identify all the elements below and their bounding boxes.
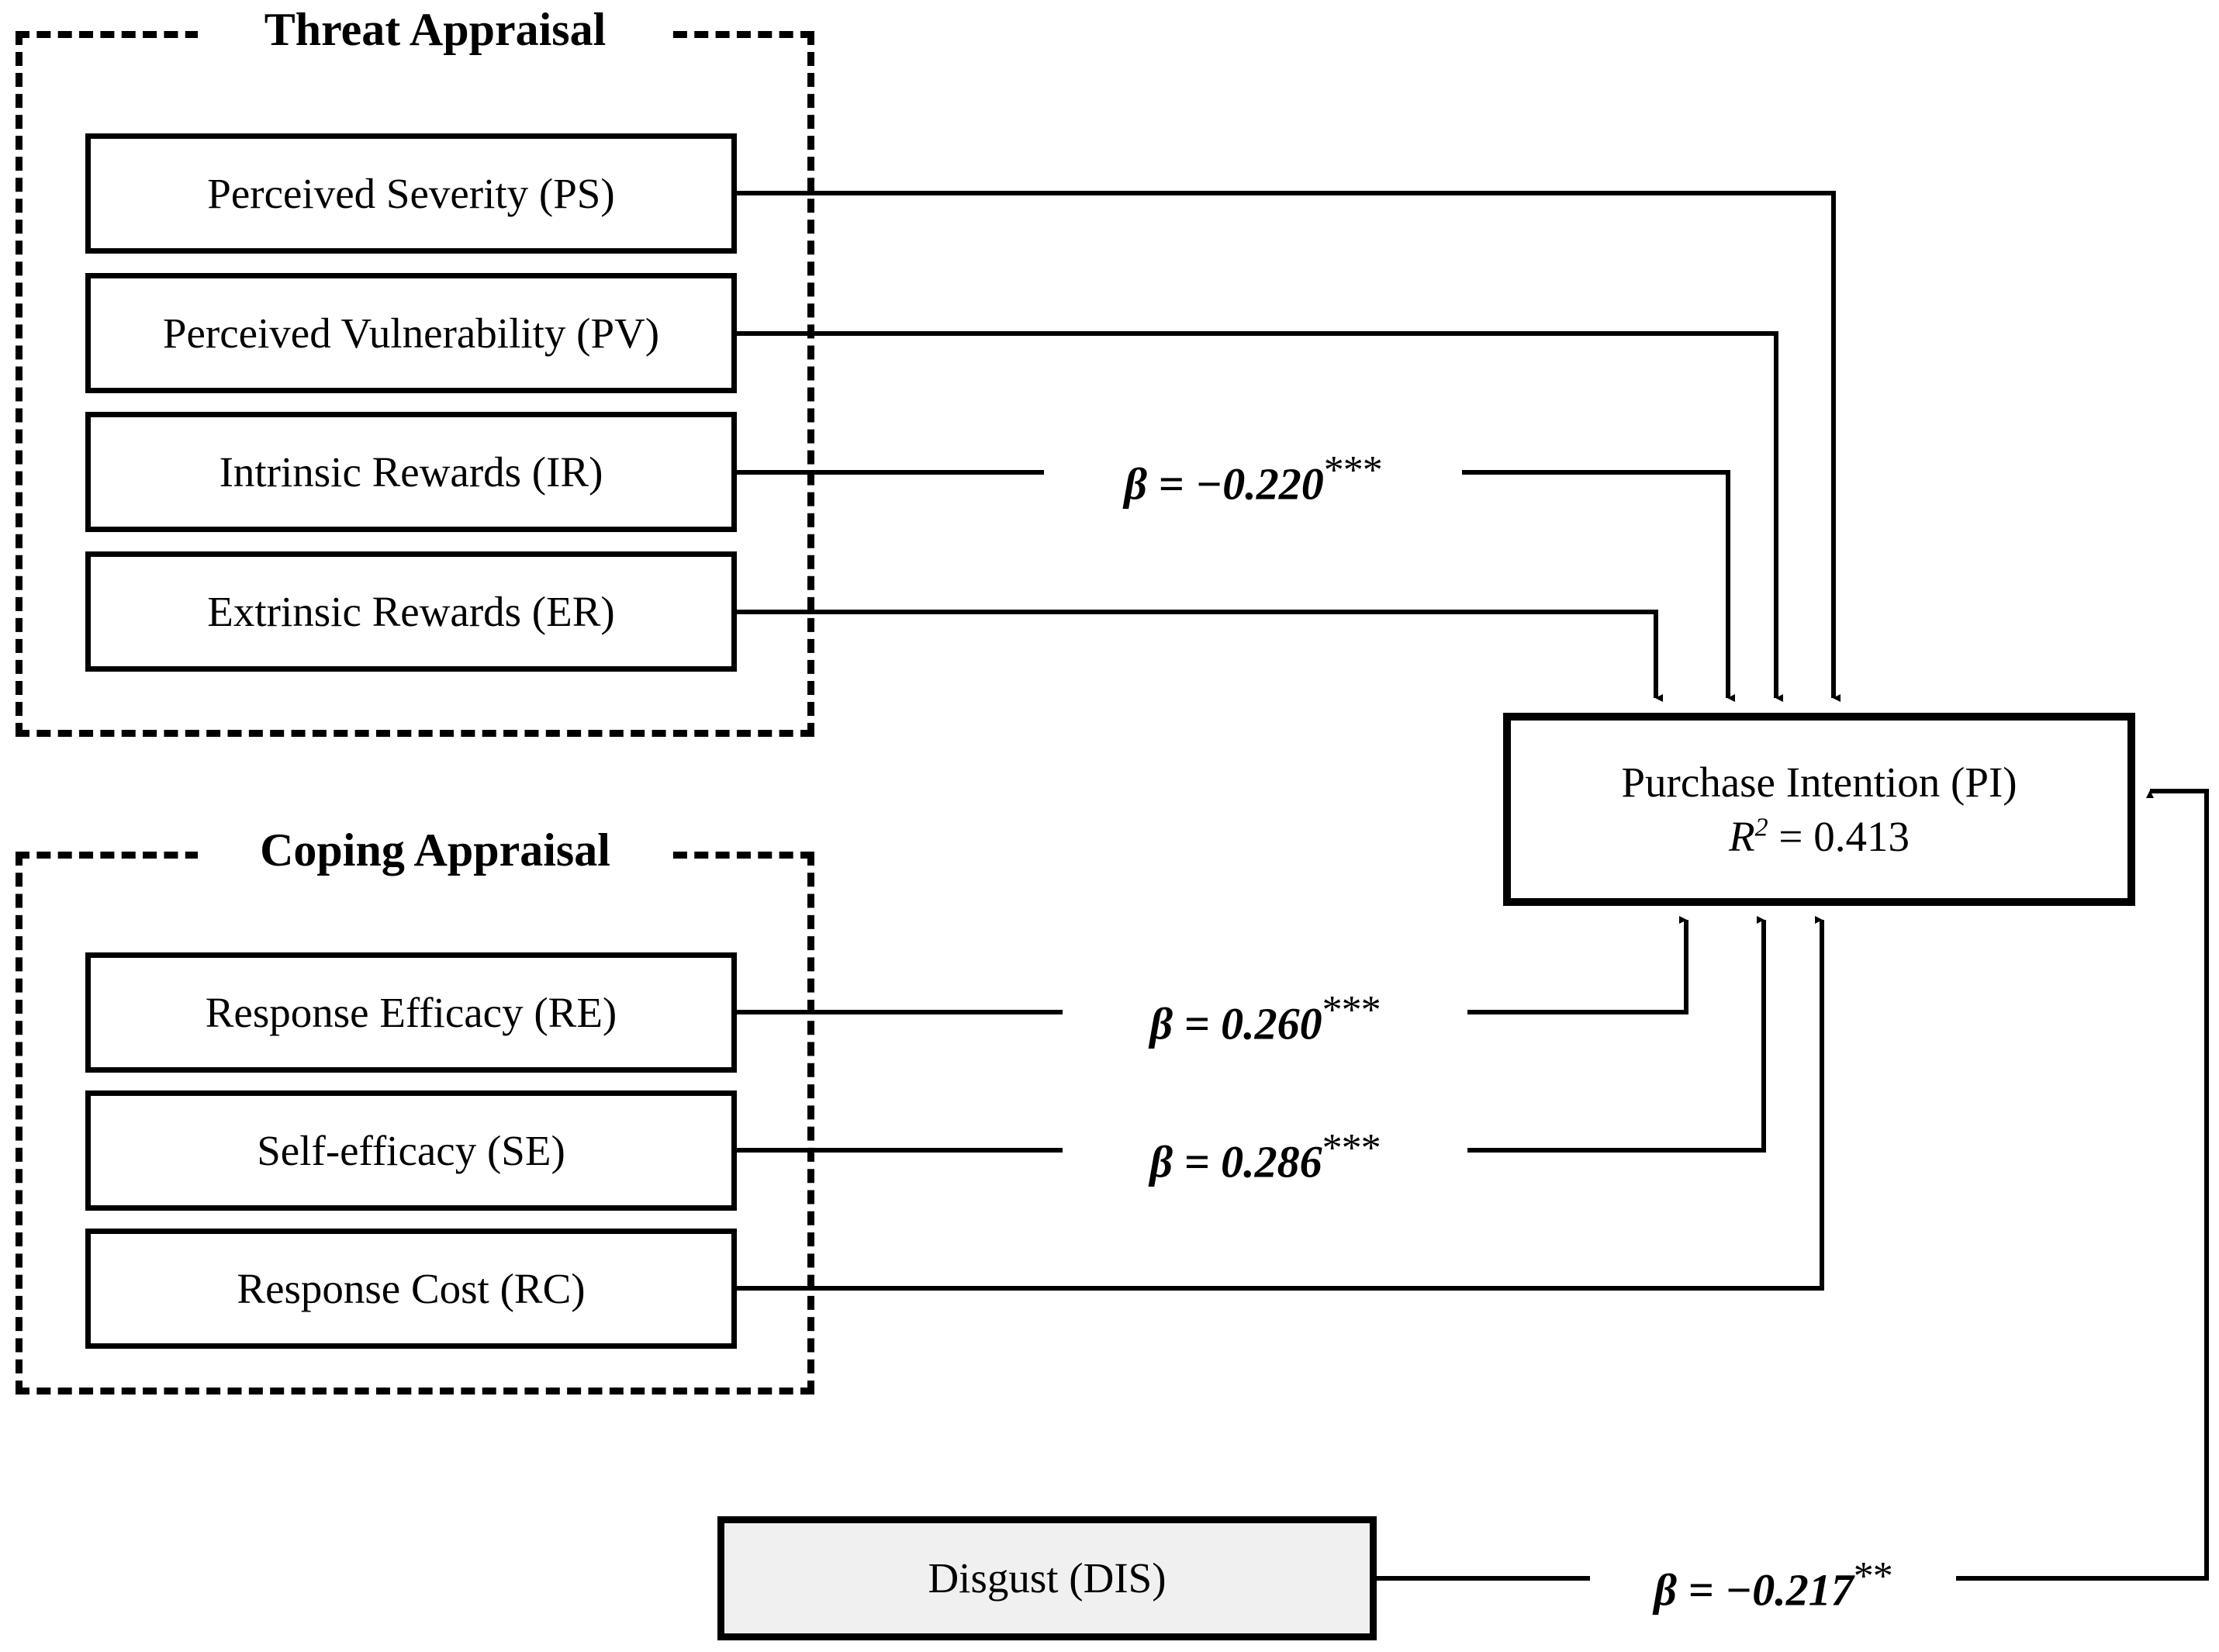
- node-disgust[interactable]: Disgust (DIS): [717, 1516, 1377, 1640]
- node-label-pv: Perceived Vulnerability (PV): [162, 309, 660, 357]
- path-se-pi-right: [1443, 916, 1766, 1153]
- path-re-pi-right: [1443, 916, 1688, 1014]
- node-intrinsic-rewards[interactable]: Intrinsic Rewards (IR): [85, 412, 737, 532]
- beta-value-ir: = −0.220: [1147, 458, 1324, 510]
- node-label-er: Extrinsic Rewards (ER): [207, 587, 615, 635]
- path-ir-pi-right: [1437, 470, 1735, 702]
- beta-symbol-se: β: [1149, 1136, 1173, 1187]
- beta-symbol-ir: β: [1124, 458, 1147, 510]
- node-label-ps: Perceived Severity (PS): [207, 169, 615, 217]
- r2-value: 0.413: [1813, 812, 1910, 860]
- beta-label-ir-pi: β = −0.220***: [1044, 446, 1462, 512]
- node-label-re: Response Efficacy (RE): [205, 988, 617, 1036]
- path-pv-pi: [737, 331, 1783, 702]
- node-extrinsic-rewards[interactable]: Extrinsic Rewards (ER): [85, 551, 737, 672]
- beta-value-dis: = −0.217: [1677, 1564, 1854, 1616]
- beta-stars-ir: ***: [1323, 448, 1383, 492]
- beta-stars-dis: **: [1853, 1554, 1893, 1598]
- node-label-ir: Intrinsic Rewards (IR): [219, 448, 603, 496]
- beta-value-se: = 0.286: [1173, 1136, 1322, 1187]
- beta-label-re-pi: β = 0.260***: [1063, 986, 1467, 1052]
- node-label-dis: Disgust (DIS): [928, 1554, 1167, 1602]
- path-rc-pi: [737, 916, 1824, 1291]
- node-perceived-vulnerability[interactable]: Perceived Vulnerability (PV): [85, 273, 737, 393]
- beta-stars-re: ***: [1322, 988, 1381, 1032]
- node-response-cost[interactable]: Response Cost (RC): [85, 1229, 737, 1349]
- beta-label-se-pi: β = 0.286***: [1063, 1124, 1467, 1190]
- path-er-pi: [737, 610, 1663, 702]
- beta-stars-se: ***: [1322, 1126, 1381, 1170]
- node-self-efficacy[interactable]: Self-efficacy (SE): [85, 1090, 737, 1211]
- path-ps-pi: [737, 191, 1841, 702]
- beta-value-re: = 0.260: [1173, 998, 1322, 1049]
- group-title-threat-appraisal: Threat Appraisal: [198, 6, 672, 53]
- beta-label-dis-pi: β = −0.217**: [1590, 1552, 1956, 1618]
- beta-symbol-re: β: [1149, 998, 1173, 1049]
- beta-symbol-dis: β: [1654, 1564, 1677, 1616]
- path-dis-pi-right: [1931, 789, 2209, 1581]
- node-label-se: Self-efficacy (SE): [257, 1126, 565, 1174]
- r2-equals: =: [1768, 812, 1814, 860]
- node-purchase-intention[interactable]: Purchase Intention (PI) R2 = 0.413: [1503, 713, 2135, 906]
- outcome-label-pi: Purchase Intention (PI): [1621, 759, 2017, 807]
- r2-exponent: 2: [1754, 813, 1768, 842]
- node-perceived-severity[interactable]: Perceived Severity (PS): [85, 133, 737, 254]
- node-label-rc: Response Cost (RC): [237, 1264, 586, 1312]
- group-title-coping-appraisal: Coping Appraisal: [198, 827, 672, 873]
- outcome-r2: R2 = 0.413: [1729, 812, 1910, 861]
- r2-symbol: R: [1729, 812, 1755, 860]
- node-response-efficacy[interactable]: Response Efficacy (RE): [85, 952, 737, 1073]
